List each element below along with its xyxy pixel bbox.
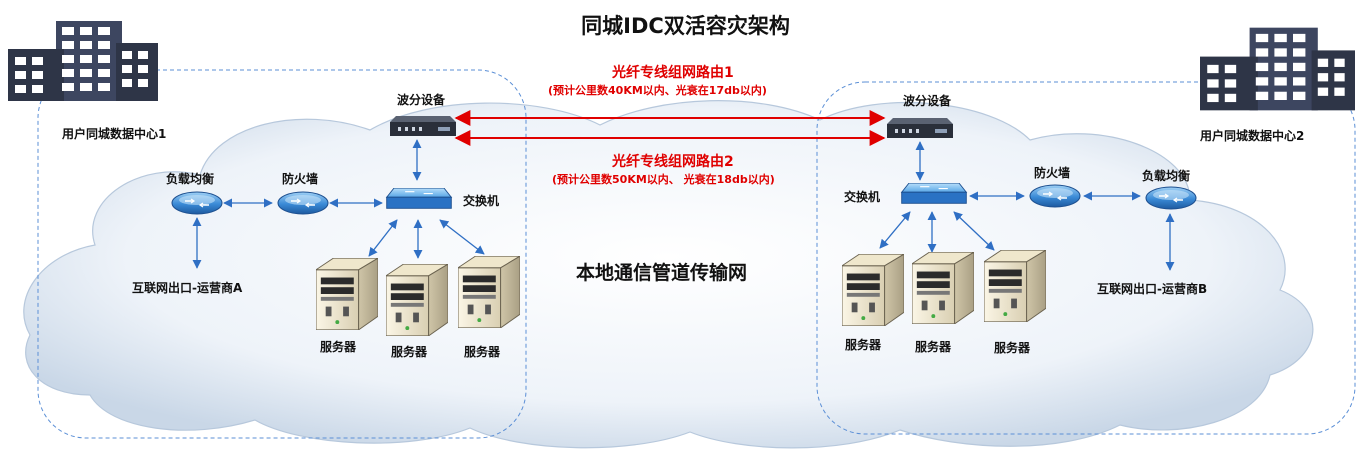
right-fw-label: 防火墙 — [1034, 166, 1071, 180]
center-network-label: 本地通信管道传输网 — [576, 262, 748, 284]
right-dc-name: 用户同城数据中心2 — [1200, 129, 1305, 143]
right-datacenter-building-icon — [1200, 27, 1355, 111]
right-server-2-label: 服务器 — [915, 340, 952, 354]
left-firewall-icon — [277, 191, 329, 215]
right-server-1-label: 服务器 — [845, 338, 882, 352]
right-lb-label: 负载均衡 — [1142, 169, 1191, 183]
right-wdm-device-icon — [887, 118, 953, 138]
left-server-2-icon — [386, 264, 448, 336]
right-internet-label: 互联网出口-运营商B — [1097, 282, 1208, 296]
right-server-2-icon — [912, 252, 974, 324]
route-1-note: (预计公里数40KM以内、光衰在17db以内) — [548, 84, 767, 97]
right-load-balancer-icon — [1145, 186, 1197, 210]
left-dc-name: 用户同城数据中心1 — [62, 127, 167, 141]
left-wdm-label: 波分设备 — [397, 93, 446, 107]
right-dc-zone — [816, 81, 1356, 435]
right-wdm-label: 波分设备 — [903, 94, 952, 108]
route-1-title: 光纤专线组网路由1 — [612, 65, 734, 81]
route-2-note: (预计公里数50KM以内、 光衰在18db以内) — [552, 173, 775, 186]
left-lb-label: 负载均衡 — [166, 172, 215, 186]
left-fw-label: 防火墙 — [282, 172, 319, 186]
left-switch-icon — [386, 188, 452, 209]
left-server-1-label: 服务器 — [320, 340, 357, 354]
left-server-1-icon — [316, 258, 378, 330]
right-switch-label: 交换机 — [844, 190, 881, 204]
left-switch-label: 交换机 — [463, 194, 500, 208]
right-links — [879, 141, 1175, 271]
left-links — [192, 139, 485, 269]
right-server-3-icon — [984, 250, 1046, 322]
left-load-balancer-icon — [171, 191, 223, 215]
right-server-3-label: 服务器 — [994, 341, 1031, 355]
left-server-2-label: 服务器 — [391, 345, 428, 359]
right-firewall-icon — [1029, 184, 1081, 208]
left-wdm-device-icon — [390, 116, 456, 136]
left-internet-label: 互联网出口-运营商A — [132, 281, 243, 295]
right-server-1-icon — [842, 254, 904, 326]
left-server-3-label: 服务器 — [464, 345, 501, 359]
diagram-title: 同城IDC双活容灾架构 — [581, 14, 790, 38]
network-cloud — [23, 100, 1314, 449]
left-dc-zone — [37, 69, 527, 439]
right-switch-icon — [901, 183, 967, 204]
left-server-3-icon — [458, 256, 520, 328]
route-2-title: 光纤专线组网路由2 — [612, 154, 734, 170]
